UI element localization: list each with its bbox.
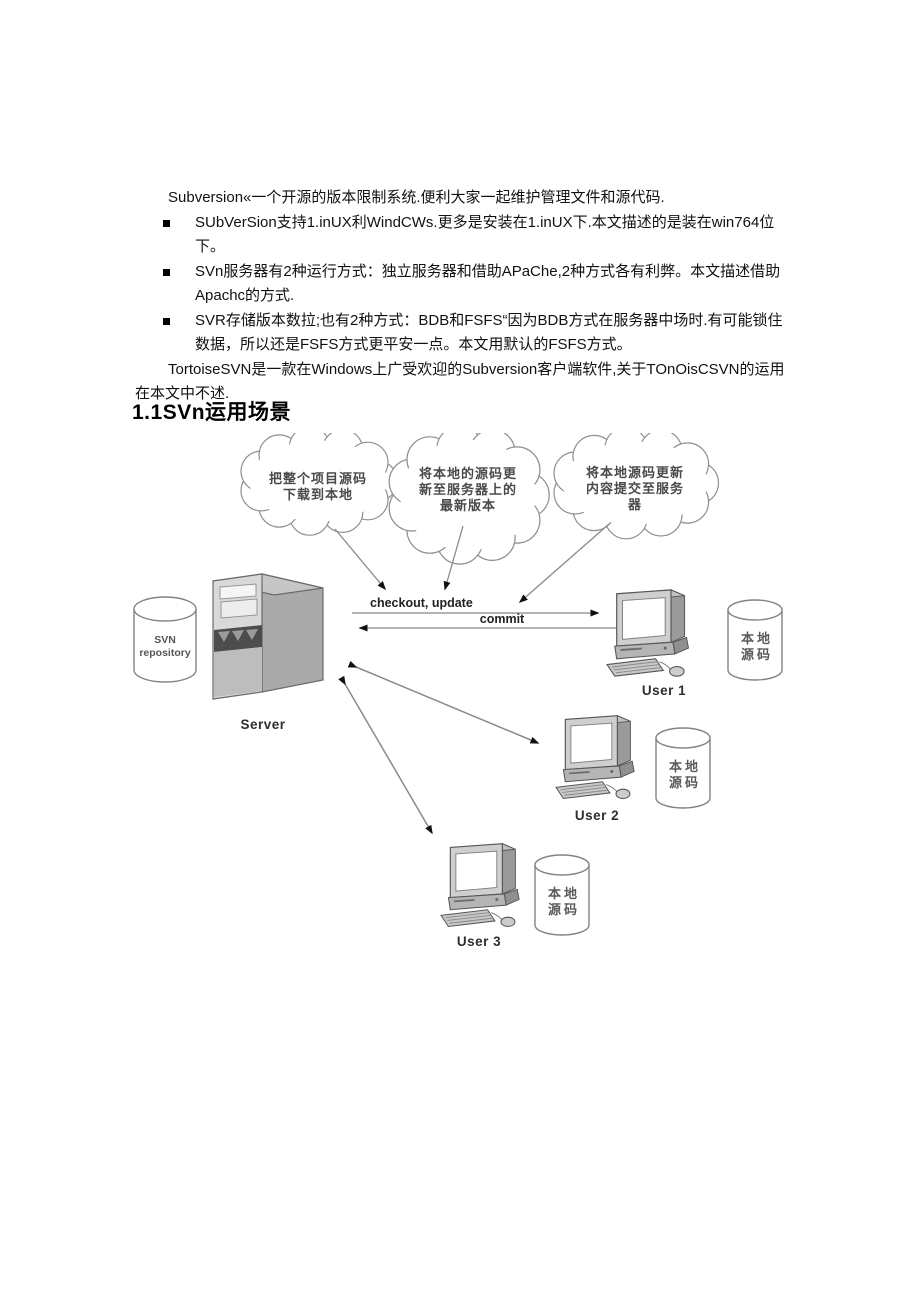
svn-diagram-svg: 把整个项目源码 下载到本地 将本地的源码更 新至服务器上的 最新版本 将本地源码… [133,425,783,949]
user3-computer [440,842,521,928]
commit-label: commit [480,612,525,626]
repo-label-line2: repository [139,647,191,659]
user2-computer [555,714,636,800]
server-tower [212,573,324,700]
closing-paragraph: TortoiseSVN是一款在Windows上广受欢迎的Subversion客户… [135,360,785,403]
user3-storage-cylinder: 本地 源码 [534,854,590,936]
arrow-server-user2 [347,660,540,744]
user3-label: User 3 [457,934,501,949]
cloud-checkout-line1: 把整个项目源码 [269,471,367,486]
user3-storage-line2: 源码 [548,902,580,917]
user2-label: User 2 [575,808,619,823]
cloud-update-line3: 最新版本 [440,498,496,513]
cloud-update-line1: 将本地的源码更 [419,466,517,481]
arrow-cloud2-to-checkout [443,525,464,591]
server-label: Server [240,717,285,732]
user1-label: User 1 [642,683,686,698]
intro-paragraph: Subversion«一个开源的版本限制系统.便利大家一起维护管理文件和源代码. [168,189,665,206]
cloud-update-line2: 新至服务器上的 [419,482,517,497]
user1-storage-line1: 本地 [741,631,773,646]
user2-storage-cylinder: 本地 源码 [655,727,711,809]
user2-storage-line2: 源码 [669,775,701,790]
repo-label-line1: SVN [154,634,176,646]
checkout-update-label: checkout, update [370,596,473,610]
user1-storage-cylinder: 本地 源码 [727,599,783,681]
user1-storage-line2: 源码 [741,647,773,662]
bullet-item: SVn服务器有2种运行方式：独立服务器和借助APaChe,2种方式各有利弊。本文… [135,260,795,309]
arrow-cloud1-to-checkout [334,528,386,591]
cloud-checkout [240,426,399,536]
cloud-checkout-line2: 下载到本地 [283,487,353,502]
arrow-cloud3-to-commit [518,523,610,603]
svn-repository-cylinder: SVN repository [133,596,197,683]
arrow-server-user3 [338,675,433,835]
cloud-commit [553,426,720,540]
cloud-update [388,425,550,565]
user2-storage-line1: 本地 [669,759,701,774]
cloud-commit-line2: 内容提交至服务 [586,481,684,496]
user3-storage-line1: 本地 [548,886,580,901]
user1-computer [606,588,690,678]
svn-usage-diagram: 把整个项目源码 下载到本地 将本地的源码更 新至服务器上的 最新版本 将本地源码… [130,425,790,958]
body-text-block: Subversion«一个开源的版本限制系统.便利大家一起维护管理文件和源代码.… [135,186,795,407]
cloud-commit-line3: 器 [627,497,642,512]
cloud-commit-line1: 将本地源码更新 [586,465,684,480]
bullet-item: SVR存储版本数拉;也有2种方式：BDB和FSFS“因为BDB方式在服务器中场时… [135,309,795,358]
section-heading: 1.1SVn运用场景 [132,401,292,424]
bullet-item: SUbVerSion支持1.inUX利WindCWs.更多是安装在1.inUX下… [135,211,795,260]
bullet-list: SUbVerSion支持1.inUX利WindCWs.更多是安装在1.inUX下… [135,211,795,358]
